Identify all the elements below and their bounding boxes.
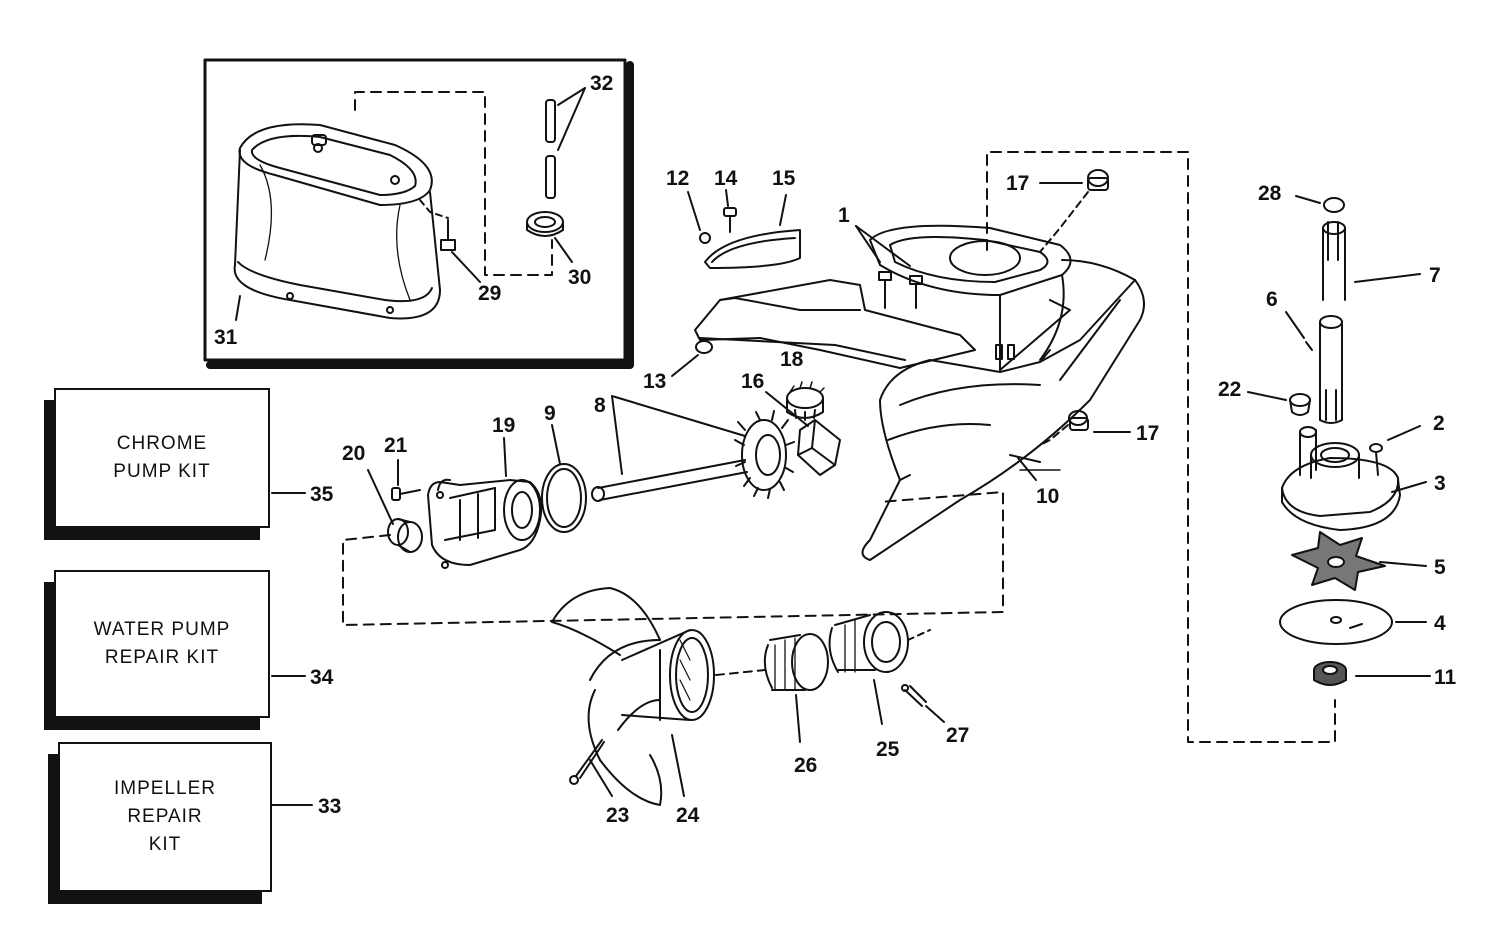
part-label-35: 35 (310, 483, 334, 506)
part-label-6: 6 (1266, 288, 1278, 311)
part-number-labels: 1 2 3 4 5 6 7 8 9 10 11 12 13 14 15 16 1… (214, 72, 1457, 827)
adapter-housing-31 (233, 123, 441, 320)
part-label-4: 4 (1434, 612, 1446, 635)
part-label-12: 12 (666, 167, 689, 190)
part-label-29: 29 (478, 282, 501, 305)
part-label-16: 16 (741, 370, 764, 393)
part-label-33: 33 (318, 795, 341, 818)
part-label-17-lower: 17 (1136, 422, 1159, 445)
plug-17-upper (1039, 169, 1109, 253)
propeller-24 (551, 587, 766, 806)
part-label-7: 7 (1429, 264, 1441, 287)
o-ring-9 (541, 424, 587, 533)
plate-4 (1279, 599, 1427, 645)
screw-14 (723, 189, 737, 233)
clutch-16 (765, 391, 841, 476)
impeller-repair-kit-label: IMPELLER REPAIR KIT (114, 778, 216, 855)
part-label-23: 23 (606, 804, 629, 827)
part-label-31: 31 (214, 326, 238, 349)
bearing-housing-19 (427, 437, 543, 569)
part-label-17-upper: 17 (1006, 172, 1029, 195)
part-label-27: 27 (946, 724, 969, 747)
drive-shaft-7 (1322, 221, 1421, 301)
part-label-1: 1 (838, 204, 850, 227)
part-label-25: 25 (876, 738, 900, 761)
screw-29 (419, 199, 481, 283)
pin-6 (1285, 311, 1313, 351)
part-label-15: 15 (772, 167, 796, 190)
nut-13 (671, 340, 713, 377)
o-ring-28 (1295, 195, 1345, 213)
impeller-repair-kit-box: IMPELLER REPAIR KIT (58, 742, 272, 892)
part-label-24: 24 (676, 804, 700, 827)
part-label-10: 10 (1036, 485, 1059, 508)
pump-housing-3 (1281, 426, 1427, 531)
spline-26 (763, 633, 829, 743)
thrust-hub-25 (828, 611, 931, 725)
water-pump-repair-kit-label: WATER PUMP REPAIR KIT (93, 619, 231, 668)
part-label-3: 3 (1434, 472, 1446, 495)
plug-17-lower (1039, 410, 1131, 446)
part-label-13: 13 (643, 370, 666, 393)
part-label-34: 34 (310, 666, 334, 689)
part-label-11: 11 (1434, 666, 1457, 689)
part-label-32: 32 (590, 72, 613, 95)
pin-27 (901, 684, 945, 723)
chrome-pump-kit-label: CHROME PUMP KIT (113, 433, 211, 482)
part-label-19: 19 (492, 414, 515, 437)
inset-adapter-box (203, 58, 634, 369)
chrome-pump-kit-box: CHROME PUMP KIT (54, 388, 270, 528)
seal-11 (1313, 661, 1431, 686)
part-label-14: 14 (714, 167, 738, 190)
screw-21 (391, 459, 421, 501)
drive-shaft-lower (1319, 315, 1343, 424)
part-label-18: 18 (780, 348, 804, 371)
propeller-shaft-8 (591, 395, 795, 502)
part-label-9: 9 (544, 402, 556, 425)
bolts-1 (855, 225, 923, 309)
gearcase-10 (694, 224, 1145, 561)
part-label-26: 26 (794, 754, 817, 777)
screw-2 (1369, 425, 1421, 476)
bushing-22 (1247, 391, 1311, 416)
seal-30 (526, 211, 573, 263)
plate-15 (704, 194, 801, 269)
part-label-30: 30 (568, 266, 591, 289)
part-label-21: 21 (384, 434, 408, 457)
nut-12 (687, 191, 711, 244)
part-label-8: 8 (594, 394, 606, 417)
part-label-22: 22 (1218, 378, 1241, 401)
part-label-5: 5 (1434, 556, 1446, 579)
bushing-20 (367, 469, 423, 553)
impeller-5 (1291, 531, 1427, 591)
cotter-pin-23 (569, 739, 613, 797)
part-label-28: 28 (1258, 182, 1282, 205)
part-label-2: 2 (1433, 412, 1445, 435)
water-pump-repair-kit-box: WATER PUMP REPAIR KIT (54, 570, 270, 718)
dowel-pins-32 (545, 87, 586, 199)
part-label-20: 20 (342, 442, 365, 465)
